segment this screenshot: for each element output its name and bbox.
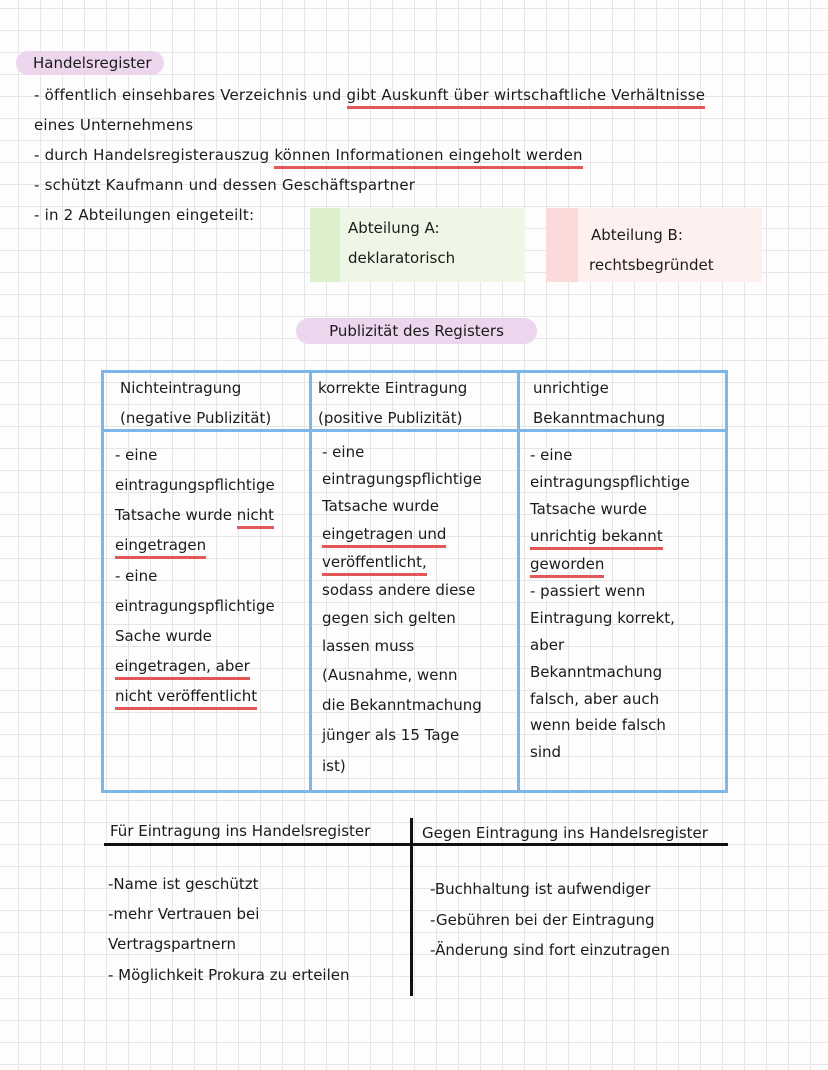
abteilung-a-text: deklaratorisch bbox=[348, 249, 456, 267]
table-header-divider bbox=[101, 429, 728, 432]
tchart-left-item: - Möglichkeit Prokura zu erteilen bbox=[108, 966, 350, 984]
col3-body-underlined: geworden bbox=[530, 555, 605, 578]
intro-line-4: - schützt Kaufmann und dessen Geschäftsp… bbox=[34, 176, 416, 194]
col2-body-underlined: eingetragen und bbox=[322, 525, 447, 548]
col1-body-underlined: eingetragen, aber bbox=[115, 657, 250, 680]
col1-body-line: Sache wurde bbox=[115, 627, 212, 645]
col1-header-2: (negative Publizität) bbox=[120, 409, 272, 427]
col1-body-text: Tatsache wurde bbox=[115, 506, 237, 524]
col3-body-line: Tatsache wurde bbox=[530, 500, 647, 518]
col3-body-line: aber bbox=[530, 636, 565, 654]
tchart-vertical-rule bbox=[410, 818, 413, 996]
publizitaet-heading: Publizität des Registers bbox=[296, 318, 537, 344]
abteilung-a-title: Abteilung A: bbox=[348, 219, 440, 237]
col1-body-line: eintragungspflichtige bbox=[115, 597, 275, 615]
abteilung-b-text: rechtsbegründet bbox=[589, 256, 714, 274]
col1-body-line: - eine bbox=[115, 567, 158, 585]
tchart-left-item: -mehr Vertrauen bei bbox=[108, 905, 260, 923]
col2-body-line: - eine bbox=[322, 443, 365, 461]
col3-body-line: wenn beide falsch bbox=[530, 716, 666, 734]
intro-line-3-text: - durch Handelsregisterauszug bbox=[34, 146, 275, 164]
tchart-right-heading: Gegen Eintragung ins Handelsregister bbox=[422, 824, 708, 842]
table-divider-2 bbox=[517, 370, 520, 793]
col3-body-underlined: unrichtig bekannt bbox=[530, 527, 663, 550]
col3-body-line: eintragungspflichtige bbox=[530, 473, 690, 491]
col1-body-line: nicht veröffentlicht bbox=[115, 681, 258, 711]
col2-body-underlined: veröffentlicht, bbox=[322, 553, 427, 576]
col2-body-line: gegen sich gelten bbox=[322, 609, 456, 627]
col3-body-line: Bekanntmachung bbox=[530, 663, 663, 681]
intro-line-3: - durch Handelsregisterauszug können Inf… bbox=[34, 146, 583, 169]
tchart-right-item: -Buchhaltung ist aufwendiger bbox=[430, 880, 651, 898]
tchart-horizontal-rule bbox=[104, 843, 728, 846]
intro-line-1-text: - öffentlich einsehbares Verzeichnis und bbox=[34, 86, 347, 104]
col1-body-line: eingetragen bbox=[115, 530, 207, 560]
tchart-right-item: -Änderung sind fort einzutragen bbox=[430, 941, 670, 959]
abteilung-b-box: Abteilung B: rechtsbegründet bbox=[546, 208, 762, 282]
intro-line-5: - in 2 Abteilungen eingeteilt: bbox=[34, 206, 255, 224]
publizitaet-table bbox=[101, 370, 728, 793]
col3-header-2: Bekanntmachung bbox=[533, 409, 666, 427]
table-divider-1 bbox=[309, 370, 312, 793]
col2-body-line: lassen muss bbox=[322, 637, 415, 655]
col2-body-line: die Bekanntmachung bbox=[322, 696, 482, 714]
col2-body-line: eingetragen und bbox=[322, 521, 447, 548]
col3-body-line: falsch, aber auch bbox=[530, 690, 660, 708]
col2-body-line: Tatsache wurde bbox=[322, 497, 439, 515]
col1-body-line: Tatsache wurde nicht bbox=[115, 500, 275, 530]
col2-body-line: (Ausnahme, wenn bbox=[322, 666, 458, 684]
intro-line-1-underlined: gibt Auskunft über wirtschaftliche Verhä… bbox=[346, 86, 706, 109]
abteilung-b-strip bbox=[546, 208, 578, 282]
col1-body-underlined: eingetragen bbox=[115, 536, 207, 559]
abteilung-a-box: Abteilung A: deklaratorisch bbox=[310, 208, 525, 282]
col3-body-line: unrichtig bekannt bbox=[530, 523, 663, 550]
col2-body-line: eintragungspflichtige bbox=[322, 470, 482, 488]
tchart-right-item: -Gebühren bei der Eintragung bbox=[430, 911, 655, 929]
col3-body-line: Eintragung korrekt, bbox=[530, 609, 675, 627]
col1-body-underlined: nicht bbox=[236, 506, 275, 529]
col1-body-underlined: nicht veröffentlicht bbox=[115, 687, 258, 710]
page-title: Handelsregister bbox=[16, 51, 164, 75]
tchart-left-heading: Für Eintragung ins Handelsregister bbox=[110, 822, 371, 840]
col3-body-line: sind bbox=[530, 743, 562, 761]
col1-body-line: - eine bbox=[115, 446, 158, 464]
intro-line-2: eines Unternehmens bbox=[34, 116, 194, 134]
abteilung-b-title: Abteilung B: bbox=[591, 226, 683, 244]
col3-body-line: geworden bbox=[530, 551, 605, 578]
col1-body-line: eintragungspflichtige bbox=[115, 476, 275, 494]
col2-body-line: sodass andere diese bbox=[322, 581, 476, 599]
intro-line-3-underlined: können Informationen eingeholt werden bbox=[274, 146, 583, 169]
col3-body-line: - eine bbox=[530, 446, 573, 464]
col1-body-line: eingetragen, aber bbox=[115, 651, 250, 681]
col2-header-1: korrekte Eintragung bbox=[318, 379, 468, 397]
tchart-left-item: Vertragspartnern bbox=[108, 935, 236, 953]
abteilung-a-strip bbox=[310, 208, 340, 282]
col1-header-1: Nichteintragung bbox=[120, 379, 242, 397]
tchart-left-item: -Name ist geschützt bbox=[108, 875, 259, 893]
col3-body-line: - passiert wenn bbox=[530, 582, 646, 600]
col2-body-line: jünger als 15 Tage bbox=[322, 726, 460, 744]
col3-header-1: unrichtige bbox=[533, 379, 609, 397]
col2-body-line: ist) bbox=[322, 757, 346, 775]
intro-line-1: - öffentlich einsehbares Verzeichnis und… bbox=[34, 86, 706, 109]
col2-body-line: veröffentlicht, bbox=[322, 549, 427, 576]
col2-header-2: (positive Publizität) bbox=[318, 409, 463, 427]
